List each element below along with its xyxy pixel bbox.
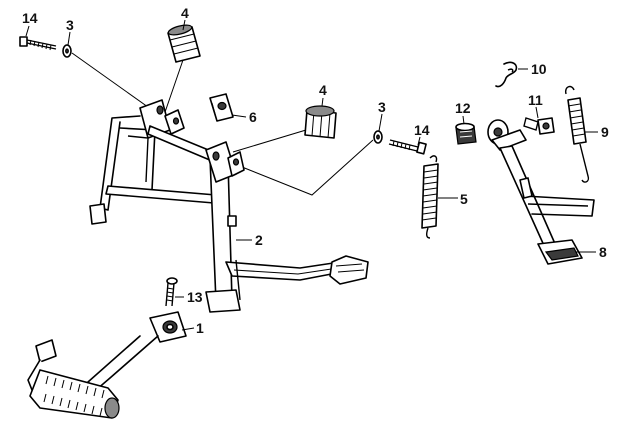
leader-washer-right: [241, 139, 374, 196]
leader-3a: [67, 31, 71, 46]
callout-4-right: 4: [319, 82, 327, 98]
part-14-bolt-right: [388, 139, 427, 155]
part-4-rubber-bumper-upper: [167, 24, 201, 63]
callout-2: 2: [255, 232, 263, 248]
leader-11: [535, 106, 539, 119]
callout-1: 1: [196, 320, 204, 336]
callout-12: 12: [455, 100, 471, 116]
part-13-bolt: [165, 277, 178, 307]
leader-12: [462, 115, 465, 125]
callout-3-left: 3: [66, 17, 74, 33]
leader-washer-to-pivot: [71, 52, 156, 113]
leader-14a: [25, 25, 30, 37]
leader-14b: [417, 136, 421, 146]
part-14-bolt-left: [19, 36, 57, 51]
callout-5: 5: [460, 191, 468, 207]
part-1-kick-lever: [27, 311, 187, 419]
part-3-washer-left: [62, 44, 72, 58]
leader-bumper-right: [232, 129, 307, 153]
callout-9: 9: [601, 124, 609, 140]
part-10-clip: [495, 61, 518, 88]
part-8-side-stand: [487, 119, 595, 265]
part-12-bush: [455, 122, 477, 145]
leader-6: [231, 114, 247, 118]
callout-3-right: 3: [378, 99, 386, 115]
callout-11: 11: [528, 92, 543, 108]
part-6-bracket: [209, 93, 234, 122]
leader-4b: [321, 97, 324, 107]
callout-4-upper: 4: [181, 5, 189, 21]
part-3-washer-right: [373, 130, 383, 144]
leader-bumper-to-stand: [162, 59, 184, 119]
callout-14-left: 14: [22, 10, 38, 26]
part-4-rubber-bumper-right: [304, 105, 337, 139]
leader-3b: [378, 113, 383, 132]
part-5-spring: [421, 155, 439, 239]
callout-6: 6: [249, 109, 257, 125]
callout-14-right: 14: [414, 122, 430, 138]
leader-4a: [182, 19, 186, 31]
part-2-main-stand: [89, 99, 369, 313]
callout-8: 8: [599, 244, 607, 260]
part-11-bolt: [523, 117, 555, 135]
callout-13: 13: [187, 289, 203, 305]
leader-1: [181, 327, 195, 331]
part-9-spring: [564, 85, 590, 183]
callout-10: 10: [531, 61, 547, 77]
